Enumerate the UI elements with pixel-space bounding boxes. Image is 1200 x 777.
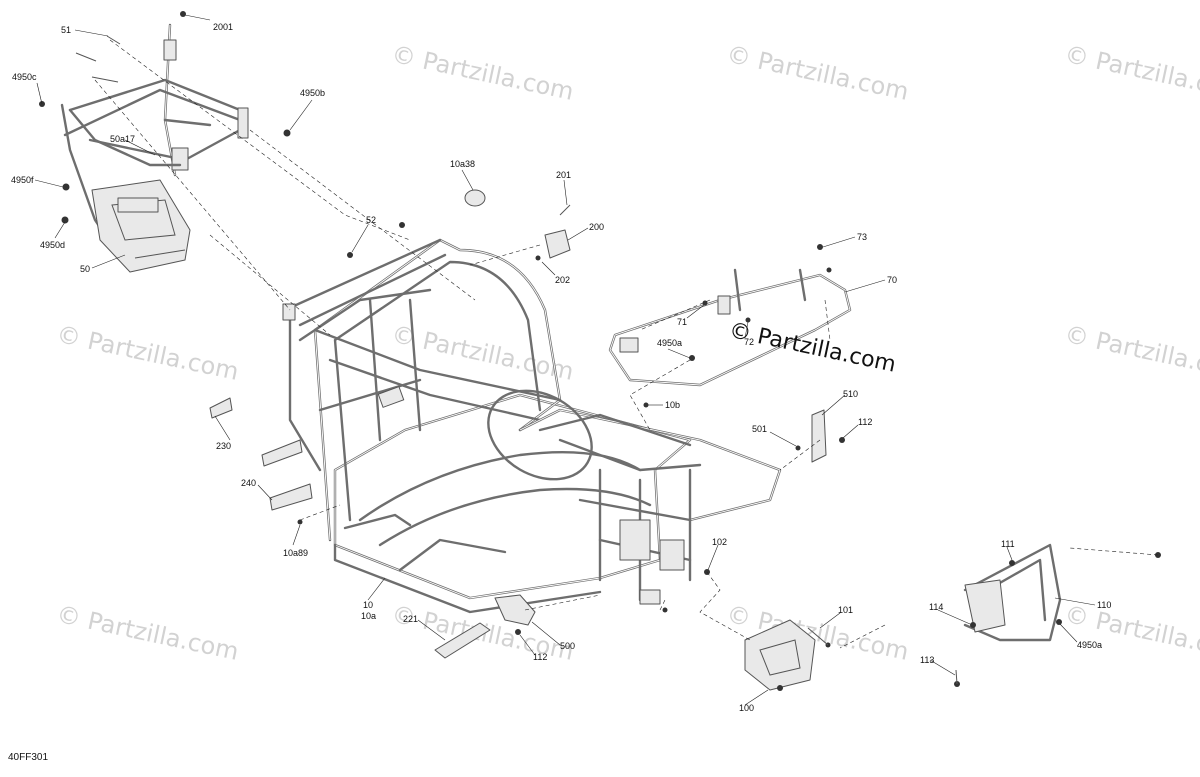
callout-4950a: 4950a bbox=[1077, 640, 1102, 650]
callout-4950f: 4950f bbox=[11, 175, 34, 185]
callout-70: 70 bbox=[887, 275, 897, 285]
diagram-code: 40FF301 bbox=[8, 752, 49, 763]
bracket-200 bbox=[544, 204, 571, 259]
bracket-510 bbox=[811, 409, 827, 463]
callout-71: 71 bbox=[677, 317, 687, 327]
callout-72: 72 bbox=[744, 337, 754, 347]
callout-200: 200 bbox=[589, 222, 604, 232]
main-frame bbox=[282, 238, 782, 614]
rear-bar bbox=[608, 268, 852, 387]
callout-10a89: 10a89 bbox=[283, 548, 308, 558]
callout-100: 100 bbox=[739, 703, 754, 713]
fasteners bbox=[39, 11, 1161, 691]
cap-10a38 bbox=[464, 189, 486, 207]
callout-240: 240 bbox=[241, 478, 256, 488]
plate-240 bbox=[269, 483, 313, 511]
engine-mount-bracket bbox=[744, 619, 816, 691]
callout-52: 52 bbox=[366, 215, 376, 225]
leader-lines bbox=[34, 14, 1159, 706]
callout-501: 501 bbox=[752, 424, 767, 434]
callout-51: 51 bbox=[61, 25, 71, 35]
callout-10b: 10b bbox=[665, 400, 680, 410]
plate-230-b bbox=[261, 439, 303, 467]
front-bumper-plate bbox=[60, 103, 191, 273]
callout-2001: 2001 bbox=[213, 22, 233, 32]
callout-111: 111 bbox=[1001, 539, 1015, 549]
callout-73: 73 bbox=[857, 232, 867, 242]
callout-10a: 10a bbox=[361, 611, 376, 621]
callout-4950b: 4950b bbox=[300, 88, 325, 98]
callout-50: 50 bbox=[80, 264, 90, 274]
callout-10a38: 10a38 bbox=[450, 159, 475, 169]
callout-110: 110 bbox=[1097, 600, 1111, 610]
callout-10: 10 bbox=[363, 600, 373, 610]
side-bracket-110 bbox=[963, 543, 1062, 642]
callout-201: 201 bbox=[556, 170, 571, 180]
callout-500: 500 bbox=[560, 641, 575, 651]
front-upper-frame bbox=[63, 23, 249, 177]
callout-112: 112 bbox=[858, 417, 872, 427]
callout-102: 102 bbox=[712, 537, 727, 547]
callout-202: 202 bbox=[555, 275, 570, 285]
callout-221: 221 bbox=[403, 614, 418, 624]
callout-labels: 2001 51 4950c 4950b 50a17 4950f 4950d 50… bbox=[11, 22, 1111, 713]
callout-101: 101 bbox=[838, 605, 853, 615]
callout-114: 114 bbox=[929, 602, 943, 612]
callout-50a17: 50a17 bbox=[110, 134, 135, 144]
callout-112: 112 bbox=[533, 652, 547, 662]
callout-4950d: 4950d bbox=[40, 240, 65, 250]
plate-230-a bbox=[209, 397, 233, 419]
callout-4950c: 4950c bbox=[12, 72, 37, 82]
callout-113: 113 bbox=[920, 655, 934, 665]
plate-221 bbox=[434, 622, 491, 659]
bracket-500 bbox=[494, 594, 536, 626]
callout-4950a: 4950a bbox=[657, 338, 682, 348]
callout-510: 510 bbox=[843, 389, 858, 399]
callout-230: 230 bbox=[216, 441, 231, 451]
